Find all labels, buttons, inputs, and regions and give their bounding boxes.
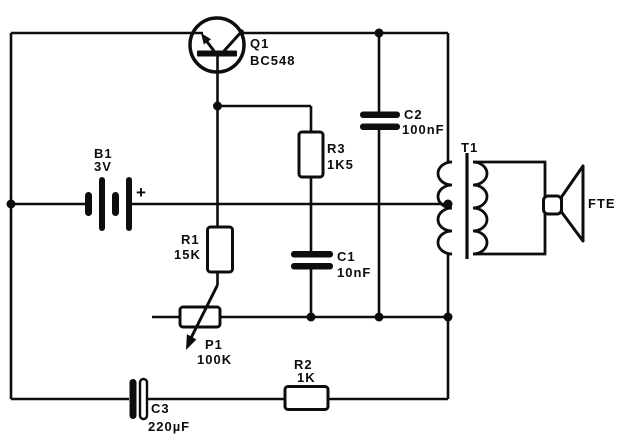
battery-plate-long <box>99 177 105 231</box>
capacitor-c2-body <box>360 111 400 130</box>
c1-plate <box>291 263 333 270</box>
q1-emitter-arrow-icon <box>201 33 211 45</box>
label-c3-value: 220µF <box>148 419 190 434</box>
battery-plate-long <box>126 177 132 231</box>
junction-dot <box>443 199 453 209</box>
label-q1-ref: Q1 <box>250 36 269 51</box>
c2-plate <box>360 111 400 118</box>
speaker-driver-icon <box>542 194 563 216</box>
label-c2-value: 100nF <box>402 122 445 137</box>
t1-primary-winding <box>436 160 453 256</box>
junction-dots <box>6 28 453 322</box>
label-c3-ref: C3 <box>151 401 170 416</box>
t1-secondary-winding <box>472 160 489 256</box>
battery-plate-short <box>85 192 92 216</box>
speaker-fte <box>542 164 585 243</box>
label-r2-value: 1K <box>297 370 316 385</box>
potentiometer-p1-wiper <box>186 284 219 350</box>
wiper-arrowhead-icon <box>186 334 197 350</box>
resistor-r3-body <box>297 130 325 179</box>
junction-dot <box>374 312 384 322</box>
c3-plate-filled <box>129 379 137 419</box>
c3-plate-hollow <box>138 377 149 421</box>
capacitor-c3-body <box>129 377 149 421</box>
label-p1-value: 100K <box>197 352 232 367</box>
label-b1-ref: B1 <box>94 146 113 161</box>
wires <box>9 31 450 401</box>
q1-collector-lead <box>222 28 245 53</box>
resistor-r2-body <box>283 385 330 411</box>
label-r3-value: 1K5 <box>327 157 354 172</box>
battery-b1 <box>85 177 132 231</box>
capacitor-c1-body <box>291 251 333 270</box>
wiper-shaft <box>187 284 219 343</box>
label-r1-value: 15K <box>174 247 201 262</box>
resistor-r1-body <box>206 225 234 274</box>
label-b1-plus: + <box>136 183 146 202</box>
transformer-t1 <box>436 153 547 259</box>
junction-dot <box>6 199 16 209</box>
junction-dot <box>374 28 384 38</box>
transistor-q1 <box>197 28 245 57</box>
label-fte-ref: FTE <box>588 196 616 211</box>
label-p1-ref: P1 <box>205 337 223 352</box>
label-q1-value: BC548 <box>250 53 295 68</box>
junction-dot <box>213 101 222 111</box>
label-c1-value: 10nF <box>337 265 371 280</box>
t1-secondary-loop <box>473 160 547 256</box>
label-c1-ref: C1 <box>337 249 356 264</box>
label-r2-ref: R2 <box>294 357 313 372</box>
label-t1-ref: T1 <box>461 140 478 155</box>
q1-base-bar <box>197 50 237 57</box>
battery-plate-short <box>112 192 119 216</box>
speaker-cone-icon <box>560 164 585 243</box>
label-r3-ref: R3 <box>327 141 346 156</box>
label-r1-ref: R1 <box>181 232 200 247</box>
c1-plate <box>291 251 333 258</box>
label-b1-value: 3V <box>94 159 112 174</box>
junction-dot <box>443 312 453 322</box>
c2-plate <box>360 123 400 130</box>
label-c2-ref: C2 <box>404 107 423 122</box>
junction-dot <box>306 312 316 322</box>
